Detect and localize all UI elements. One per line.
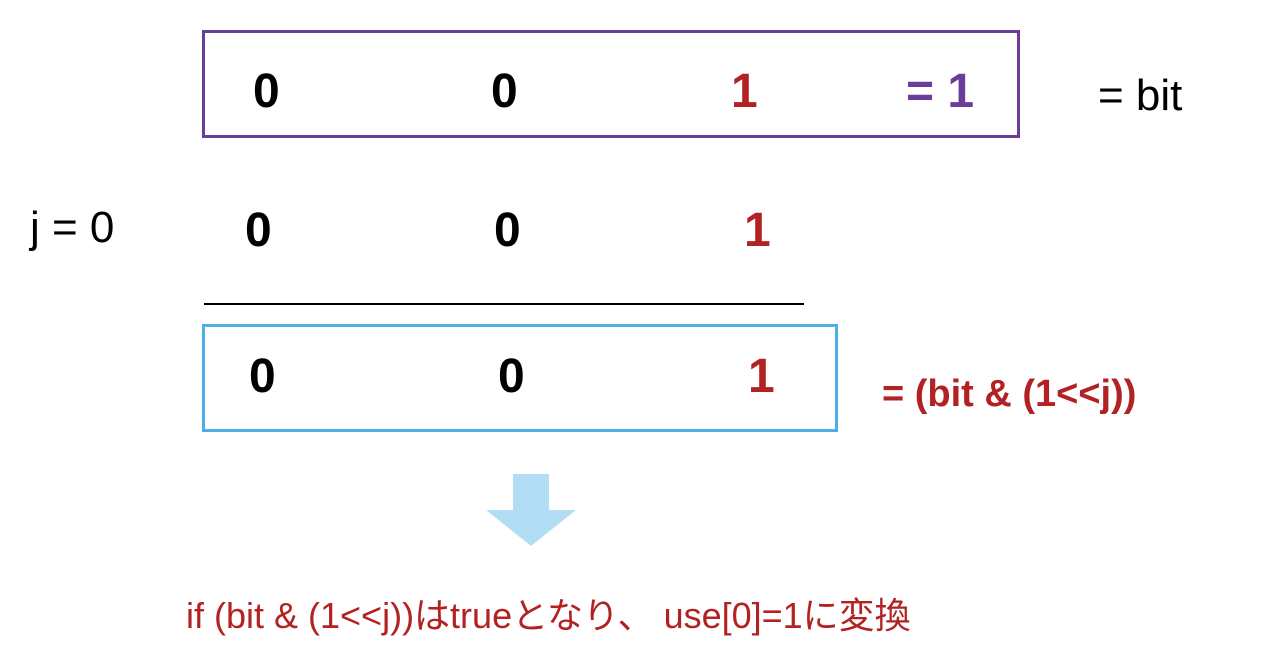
- result-digit-0: 1: [748, 350, 775, 403]
- and-operation-rule: [204, 303, 804, 305]
- bit-label: = bit: [1098, 71, 1183, 120]
- mask-digit-1: 0: [494, 204, 521, 257]
- conclusion-caption: if (bit & (1<<j))はtrueとなり、 use[0]=1に変換: [186, 595, 911, 636]
- mask-digit-0: 1: [744, 204, 771, 257]
- bit-digit-1: 0: [491, 65, 518, 118]
- and-expression-label: = (bit & (1<<j)): [882, 373, 1137, 415]
- mask-digit-2: 0: [245, 204, 272, 257]
- result-digit-1: 0: [498, 350, 525, 403]
- bit-decimal-value: = 1: [906, 65, 975, 118]
- bit-value-box: [202, 30, 1020, 138]
- down-arrow-icon: [486, 474, 576, 546]
- result-digit-2: 0: [249, 350, 276, 403]
- and-result-box: [202, 324, 838, 432]
- bit-digit-2: 0: [253, 65, 280, 118]
- j-label: j = 0: [30, 203, 115, 252]
- bit-digit-0: 1: [731, 65, 758, 118]
